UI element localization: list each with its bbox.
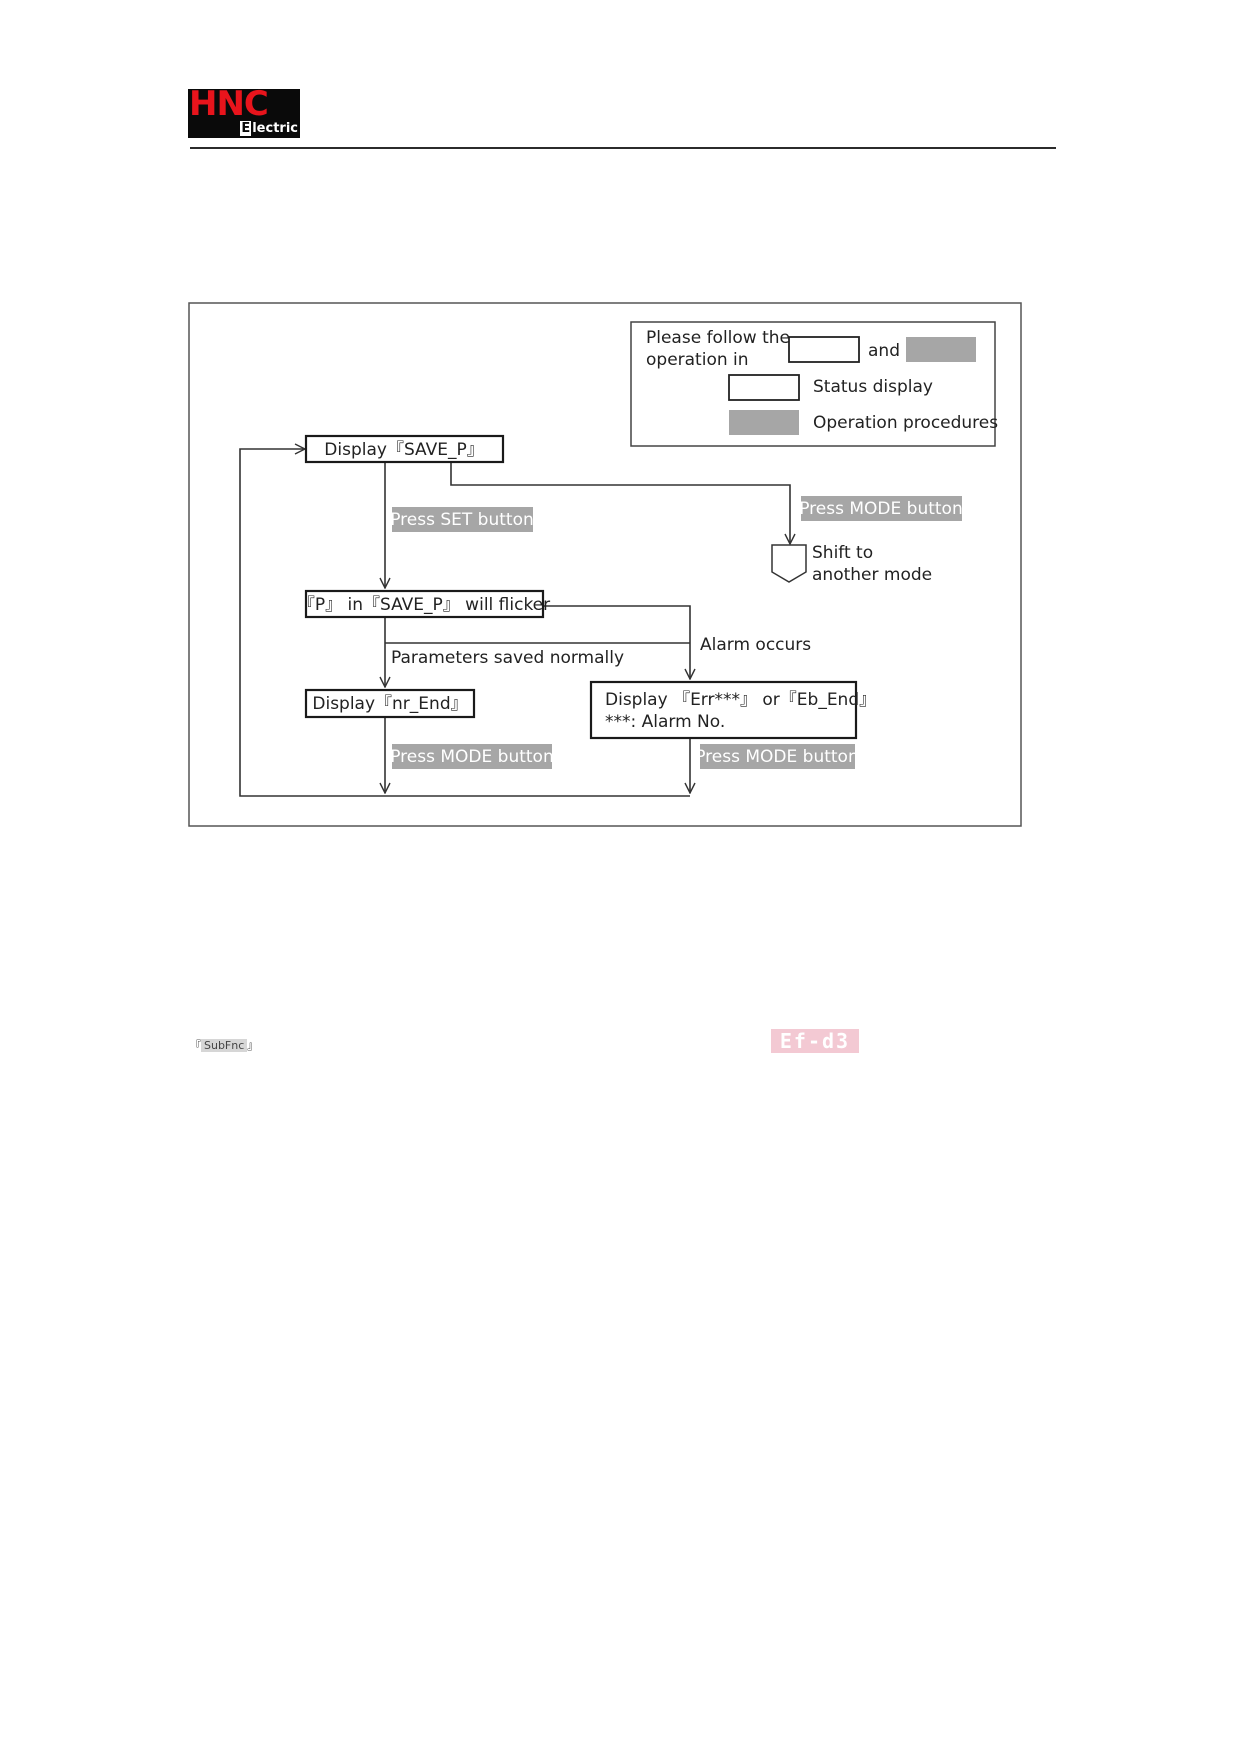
node-shift-mode: Shift to another mode: [771, 543, 932, 585]
node-shift-line2: another mode: [812, 565, 932, 585]
subfnc-reference: 『SubFnc』: [190, 1037, 258, 1055]
op-press-mode-top-text: Press MODE button: [799, 499, 963, 519]
legend-operation-box-sample: [906, 337, 976, 362]
logo-main-text: HNC: [189, 84, 269, 124]
header-rule: [190, 147, 1056, 149]
segment-display-image: Ef-d3: [771, 1029, 859, 1053]
op-press-set: Press SET button: [390, 507, 534, 532]
legend-status-box-sample: [788, 336, 860, 363]
node-display-nr-end-text: Display『nr_End』: [312, 694, 467, 714]
logo-sub-rest: lectric: [252, 121, 298, 136]
subfnc-open-bracket: 『: [190, 1039, 201, 1052]
op-press-mode-left-text: Press MODE button: [390, 747, 554, 767]
diagram-frame: [188, 302, 1022, 827]
node-shift-line1: Shift to: [812, 543, 873, 563]
legend-operation-label: Operation procedures: [813, 413, 998, 433]
legend-operation-box: [729, 410, 799, 435]
connectors: [239, 449, 790, 797]
node-p-flicker-text: 『P』 in『SAVE_P』 will flicker: [298, 595, 550, 615]
edge-flicker-to-alarm: [543, 605, 690, 679]
legend-frame: [630, 321, 996, 447]
legend-status-box: [728, 374, 800, 401]
subfnc-close-bracket: 』: [247, 1039, 259, 1052]
edge-return-loop: [239, 449, 690, 797]
legend-line2: operation in: [646, 350, 749, 370]
op-press-mode-top: Press MODE button: [799, 496, 963, 521]
node-display-save-p: Display『SAVE_P』: [304, 434, 505, 464]
op-press-mode-right-text: Press MODE button: [695, 747, 859, 767]
node-p-flicker: 『P』 in『SAVE_P』 will flicker: [298, 589, 550, 619]
legend-status-label: Status display: [813, 377, 933, 397]
legend-and: and: [868, 341, 900, 361]
subfnc-chip: SubFnc: [201, 1039, 248, 1052]
edge-label-saved-normally: Parameters saved normally: [391, 648, 624, 668]
op-press-set-text: Press SET button: [390, 510, 534, 530]
logo-sub-initial: E: [240, 121, 252, 136]
edge-label-alarm-occurs: Alarm occurs: [700, 635, 811, 655]
node-display-nr-end: Display『nr_End』: [304, 688, 476, 719]
node-display-err: Display 『Err***』 or『Eb_End』 ***: Alarm N…: [589, 680, 876, 740]
edge-savep-to-shift: [450, 462, 790, 544]
op-press-mode-left: Press MODE button: [390, 744, 554, 769]
op-press-mode-right: Press MODE button: [695, 744, 859, 769]
node-display-err-line1: Display 『Err***』 or『Eb_End』: [605, 690, 876, 710]
legend: Please follow the operation in and Statu…: [630, 321, 998, 447]
node-display-save-p-text: Display『SAVE_P』: [324, 440, 483, 460]
legend-line1: Please follow the: [646, 328, 790, 348]
node-display-err-line2: ***: Alarm No.: [605, 712, 725, 732]
offpage-connector-shape: [771, 544, 807, 583]
